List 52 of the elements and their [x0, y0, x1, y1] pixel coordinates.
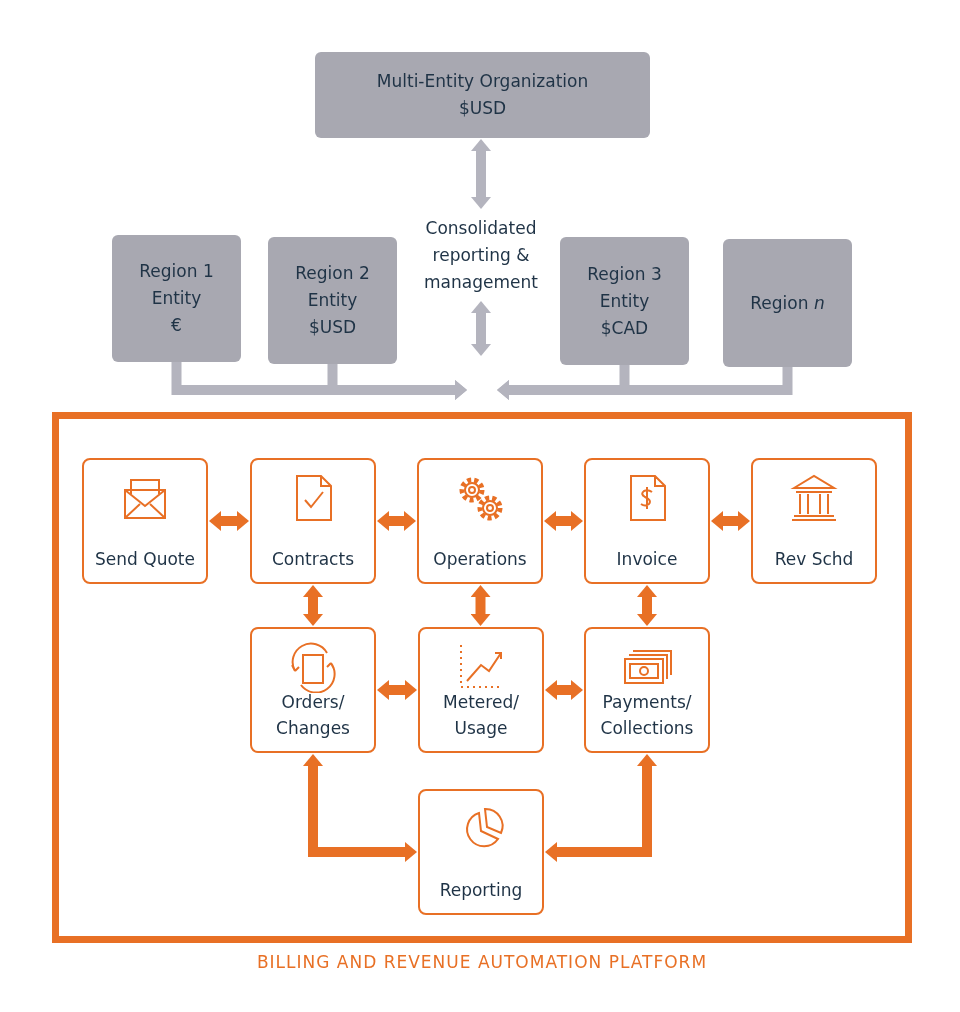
connector-arrow	[377, 511, 416, 531]
entity-label: Region 3	[587, 262, 662, 286]
entity-label: $USD	[458, 97, 507, 120]
process-box	[250, 458, 376, 584]
consolidated-label: Consolidated reporting & management	[423, 216, 539, 294]
connector-arrow	[471, 139, 491, 209]
process-box	[751, 458, 877, 584]
entity-label: Entity	[151, 287, 202, 310]
connector-arrow	[377, 680, 417, 700]
connector-arrow	[327, 364, 467, 400]
region-box	[268, 237, 397, 364]
process-label: Orders/ Changes	[275, 691, 351, 740]
process-box	[584, 458, 710, 584]
process-label: Reporting	[438, 879, 524, 902]
connector-arrow	[209, 511, 249, 531]
connector-arrow	[471, 301, 491, 356]
connector-arrow	[470, 585, 491, 626]
connector-arrow	[544, 511, 583, 531]
region-box	[112, 235, 241, 362]
entity-label: Multi-Entity Organization	[376, 70, 589, 93]
entity-label: $USD	[308, 316, 357, 339]
entity-label: Entity	[307, 289, 358, 312]
entity-label: €	[171, 314, 182, 337]
connector-arrow	[545, 680, 583, 700]
connector-arrow	[545, 754, 657, 862]
process-box	[250, 627, 376, 753]
process-label: Operations	[432, 548, 528, 571]
process-box	[418, 789, 544, 915]
process-box	[417, 458, 543, 584]
connector-arrow	[303, 585, 323, 626]
process-box	[418, 627, 544, 753]
process-label: Rev Schd	[773, 548, 855, 571]
entity-label: Region n	[750, 291, 825, 315]
process-label: Contracts	[271, 548, 355, 571]
entity-label: $CAD	[600, 316, 649, 340]
entity-label: Entity	[599, 289, 650, 313]
process-box	[584, 627, 710, 753]
process-label: Invoice	[615, 548, 679, 571]
process-label: Metered/ Usage	[442, 691, 520, 740]
connector-arrow	[303, 754, 417, 862]
connector-arrow	[711, 511, 750, 531]
entity-label: Region 1	[139, 260, 214, 283]
entity-label: Region 2	[295, 262, 370, 285]
region-box	[723, 239, 852, 367]
platform-caption: BILLING AND REVENUE AUTOMATION PLATFORM	[255, 952, 709, 972]
region-box	[560, 237, 689, 365]
process-label: Payments/ Collections	[599, 691, 695, 740]
connector-arrow	[497, 367, 793, 400]
connector-arrow	[637, 585, 657, 626]
process-box	[82, 458, 208, 584]
process-label: Send Quote	[94, 548, 196, 571]
organization-box	[315, 52, 650, 138]
